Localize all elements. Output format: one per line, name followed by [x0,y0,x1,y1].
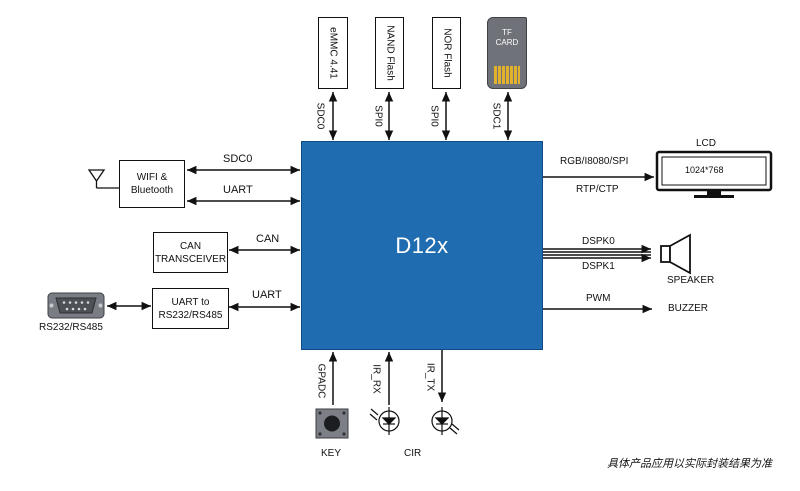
antenna-icon [87,169,119,189]
spi0-nand-label: SPI0 [372,105,384,127]
emmc-box: eMMC 4.41 [318,17,348,89]
pwm-label: PWM [586,293,611,304]
dspk0-label: DSPK0 [582,236,615,247]
uart-label: UART [252,289,282,301]
lcd-resolution: 1024*768 [685,165,724,175]
nor-flash-box: NOR Flash [432,17,461,89]
wifi-uart-label: UART [223,184,253,196]
db9-connector-icon [47,292,105,319]
touch-bus-label: RTP/CTP [576,184,619,195]
soc-label: D12x [395,232,449,258]
footnote: 具体产品应用以实际封装结果为准 [607,458,772,470]
gpadc-label: GPADC [315,363,327,399]
sdc0-top-label: SDC0 [314,102,326,130]
buzzer-label: BUZZER [668,303,708,314]
rs232-rs485-label: RS232/RS485 [39,322,103,333]
tf-card-icon: TF CARD [487,17,527,89]
nand-flash-label: NAND Flash [384,25,395,81]
key-button-icon [315,408,349,439]
ir-tx-label: IR_TX [424,362,436,392]
key-label: KEY [321,448,342,459]
d12x-soc-block: D12x [301,141,543,350]
ir-receiver-icon [369,407,400,435]
can-label: CAN [256,233,280,245]
can-transceiver-box: CAN TRANSCEIVER [153,232,228,273]
lcd-monitor-icon [655,150,773,198]
tf-card-label: TF CARD [495,28,519,47]
uart-rs-box: UART to RS232/RS485 [152,288,229,329]
nor-flash-label: NOR Flash [441,28,452,78]
speaker-icon [660,233,691,275]
lcd-title: LCD [696,138,717,149]
tf-card-contacts [494,66,520,84]
wifi-sdc0-label: SDC0 [223,153,253,165]
speaker-label: SPEAKER [667,275,715,286]
nand-flash-box: NAND Flash [375,17,404,89]
sdc1-label: SDC1 [490,102,502,130]
emmc-label: eMMC 4.41 [327,27,339,79]
dspk1-label: DSPK1 [582,261,615,272]
wifi-bluetooth-box: WIFI & Bluetooth [119,160,185,208]
ir-rx-label: IR_RX [370,364,382,394]
cir-label: CIR [404,448,422,459]
ir-transmitter-icon [431,407,460,435]
lcd-bus-label: RGB/I8080/SPI [560,156,629,167]
spi0-nor-label: SPI0 [428,105,440,127]
